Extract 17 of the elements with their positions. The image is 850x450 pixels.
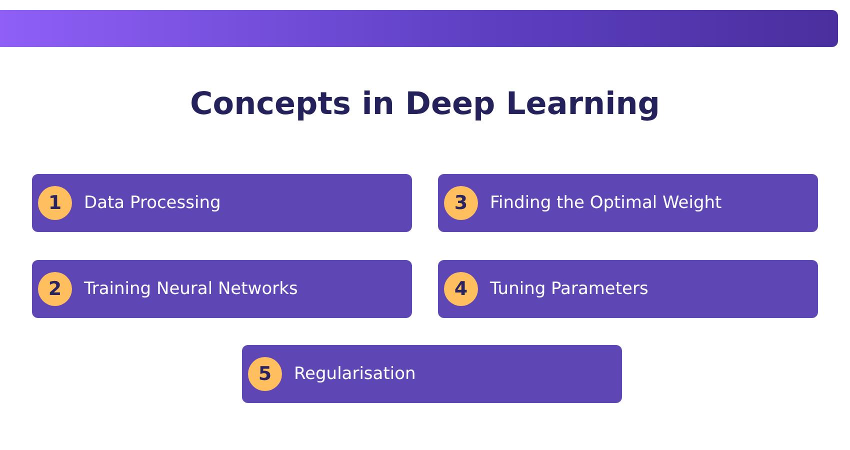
concept-card: [438, 260, 818, 318]
number-badge: 3: [444, 186, 478, 220]
number-badge: 5: [248, 357, 282, 391]
concept-card: [438, 174, 818, 232]
concept-label: Tuning Parameters: [490, 278, 648, 301]
number-badge: 1: [38, 186, 72, 220]
concept-label: Training Neural Networks: [84, 278, 298, 301]
number-badge: 2: [38, 272, 72, 306]
concept-card: [32, 260, 412, 318]
banner-bar: [0, 10, 838, 47]
concept-card: [32, 174, 412, 232]
concept-card: [242, 345, 622, 403]
number-badge: 4: [444, 272, 478, 306]
concept-label: Data Processing: [84, 192, 221, 215]
title: Concepts in Deep Learning: [189, 86, 661, 122]
concept-label: Regularisation: [294, 363, 416, 386]
concept-label: Finding the Optimal Weight: [490, 192, 722, 215]
